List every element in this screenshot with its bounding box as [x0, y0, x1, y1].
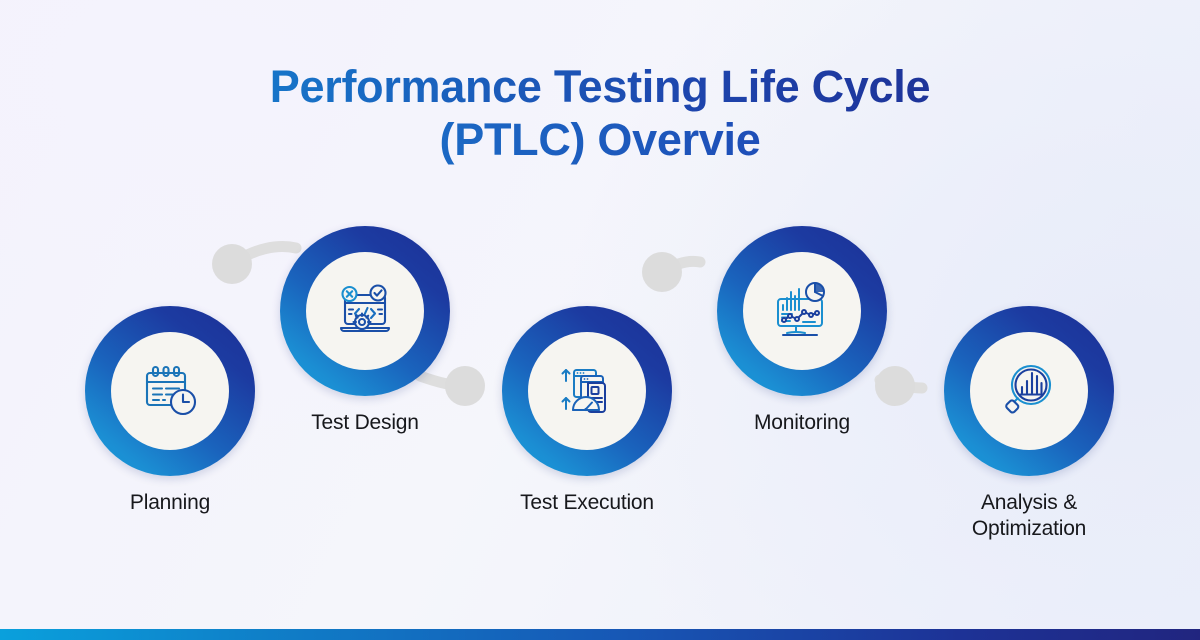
page-title-line-1: Performance Testing Life Cycle [0, 60, 1200, 113]
step-analysis-optimization-ring [944, 306, 1114, 476]
step-test-design[interactable]: Test Design [265, 226, 465, 436]
bottom-accent-bar [0, 629, 1200, 640]
connector-node-2 [445, 366, 485, 406]
step-analysis-optimization-icon-wrap [970, 332, 1088, 450]
connector-node-3 [642, 252, 682, 292]
step-planning-label: Planning [129, 491, 211, 514]
magnifier-bar-chart-icon [1005, 364, 1052, 414]
page-title-line-2: (PTLC) Overvie [0, 113, 1200, 166]
step-test-design-icon-wrap [306, 252, 424, 370]
calendar-clock-icon [145, 365, 197, 416]
connector-node-4 [875, 366, 915, 406]
step-test-execution-icon-wrap [528, 332, 646, 450]
step-monitoring-icon-wrap [743, 252, 861, 370]
step-test-execution[interactable]: Test Execution [487, 306, 687, 516]
step-planning-ring [85, 306, 255, 476]
monitor-charts-icon [777, 282, 825, 336]
documents-gauge-icon [561, 369, 606, 413]
step-test-design-label: Test Design [311, 411, 419, 434]
step-monitoring[interactable]: Monitoring [702, 226, 902, 436]
code-window-gear-icon [339, 284, 391, 333]
step-monitoring-label: Monitoring [753, 411, 851, 434]
step-planning[interactable]: Planning [70, 306, 270, 516]
step-monitoring-ring [717, 226, 887, 396]
step-test-execution-ring [502, 306, 672, 476]
step-analysis-optimization-label: Analysis & Optimization [971, 491, 1087, 541]
connector-node-1 [212, 244, 252, 284]
step-analysis-optimization[interactable]: Analysis & Optimization [929, 306, 1129, 543]
step-test-execution-label: Test Execution [520, 491, 654, 514]
page-title: Performance Testing Life Cycle (PTLC) Ov… [0, 60, 1200, 166]
step-planning-icon-wrap [111, 332, 229, 450]
step-test-design-ring [280, 226, 450, 396]
